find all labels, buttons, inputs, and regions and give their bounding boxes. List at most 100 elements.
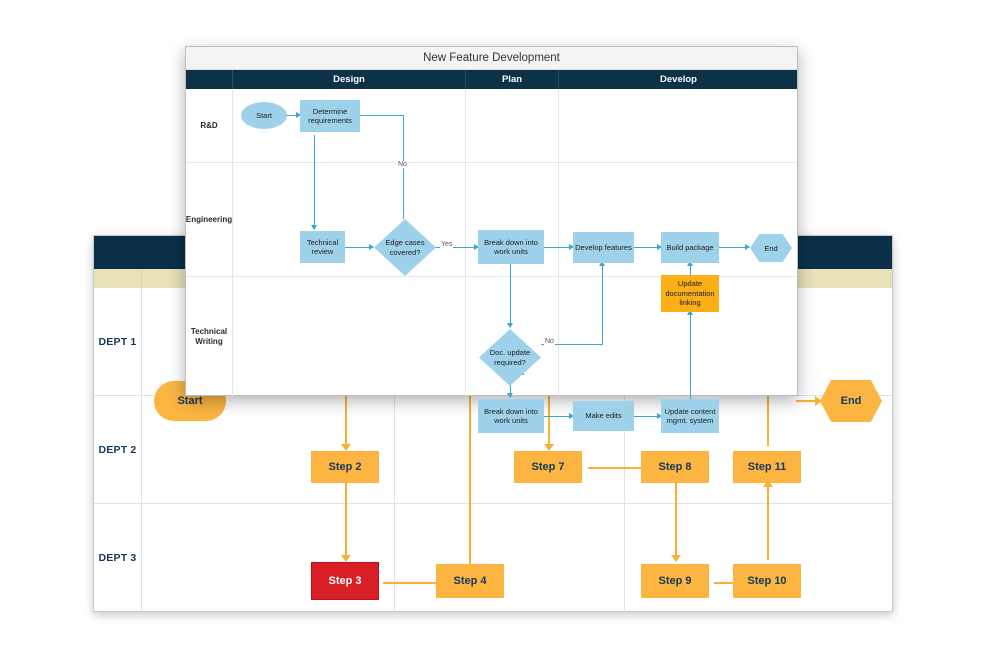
bg-arrowhead-end: [815, 396, 822, 406]
bg-shape-step-3[interactable]: Step 3: [311, 562, 379, 600]
bg-shape-step-8[interactable]: Step 8: [641, 451, 709, 483]
bg-connector-step3-step4: [383, 582, 463, 584]
fg-column-divider-2: [558, 89, 559, 396]
fg-shape-break-down-work-units-tw[interactable]: Break down into work units: [478, 399, 544, 433]
fg-lane-rnd: R&D: [186, 89, 797, 163]
fg-shape-technical-review[interactable]: Technical review: [300, 231, 345, 263]
fg-shape-update-documentation-linking[interactable]: Update documentation linking: [661, 275, 719, 312]
fg-shape-end[interactable]: End: [750, 234, 792, 262]
fg-lane-label-engineering: Engineering: [185, 214, 233, 224]
bg-shape-step-9-label: Step 9: [658, 575, 692, 587]
fg-shape-develop-features[interactable]: Develop features: [573, 232, 634, 263]
fg-connector-buildpkg-end: [719, 247, 749, 249]
fg-column-header-develop: Develop: [660, 74, 697, 85]
bg-connector-to-end: [796, 400, 818, 402]
fg-arrowhead-breakdown2: [507, 393, 513, 398]
fg-shape-build-package[interactable]: Build package: [661, 232, 719, 263]
fg-column-header-bar: Design Plan Develop: [186, 70, 797, 89]
fg-shape-develop-features-label: Develop features: [575, 242, 632, 252]
fg-shape-make-edits[interactable]: Make edits: [573, 401, 634, 431]
fg-connector-makeedits-updatecms: [634, 416, 661, 418]
fg-connector-techreview-edgecases: [344, 247, 372, 249]
fg-column-divider-1: [465, 89, 466, 396]
bg-lane-dept-3: DEPT 3: [94, 504, 892, 612]
fg-shape-make-edits-label: Make edits: [585, 411, 622, 421]
bg-shape-step-10-label: Step 10: [747, 575, 787, 587]
fg-connector-breakdown1-develop: [544, 247, 573, 249]
bg-shape-step-7-label: Step 7: [531, 461, 565, 473]
bg-lane-label-dept-3: DEPT 3: [98, 552, 137, 564]
fg-shape-doc-update-required-label: Doc. update required?: [489, 348, 531, 367]
bg-shape-step-10[interactable]: Step 10: [733, 564, 801, 598]
fg-shape-break-down-work-units-tw-label: Break down into work units: [484, 406, 538, 425]
bg-connector-to-step7: [548, 360, 550, 446]
bg-shape-step-2-label: Step 2: [328, 461, 362, 473]
bg-lane-label-dept-2: DEPT 2: [98, 443, 137, 456]
bg-arrowhead-step9: [671, 555, 681, 562]
bg-column-divider-1: [394, 288, 395, 612]
fg-edge-label-yes-edgecases: Yes: [440, 241, 454, 248]
fg-shape-end-label: End: [764, 243, 778, 253]
fg-shape-update-content-mgmt-system[interactable]: Update content mgmt. system: [661, 399, 719, 433]
bg-shape-step-9[interactable]: Step 9: [641, 564, 709, 598]
fg-connector-start-determine: [286, 115, 299, 117]
bg-shape-step-4[interactable]: Step 4: [436, 564, 504, 598]
fg-arrowhead-end: [745, 243, 750, 250]
fg-diagram-title: New Feature Development: [186, 47, 797, 70]
bg-shape-end-label: End: [840, 395, 862, 407]
bg-shape-step-7[interactable]: Step 7: [514, 451, 582, 483]
bg-shape-step-11-label: Step 11: [747, 461, 787, 473]
bg-shape-end[interactable]: End: [820, 380, 882, 422]
bg-lanes: DEPT 1 DEPT 2 DEPT 3: [94, 288, 892, 612]
bg-lane-label-dept-1: DEPT 1: [98, 335, 137, 348]
bg-column-divider-2: [624, 288, 625, 612]
fg-connector-breakdown2-makeedits: [544, 416, 572, 418]
fg-lane-label-rnd: R&D: [200, 120, 218, 130]
fg-shape-start-label: Start: [256, 111, 272, 120]
bg-arrowhead-step7: [544, 444, 554, 451]
fg-connector-updatedoc-buildpkg: [690, 265, 692, 275]
bg-arrowhead-step2: [341, 444, 351, 451]
fg-shape-determine-requirements[interactable]: Determine requirements: [300, 100, 360, 132]
fg-connector-edgecases-no-horz: [356, 115, 404, 117]
fg-column-divider-0: [232, 89, 233, 396]
bg-connector-step8-step9: [675, 481, 677, 557]
fg-arrowhead-updatecms: [657, 412, 662, 419]
bg-connector-step2-step3: [345, 481, 347, 557]
fg-connector-develop-buildpkg: [634, 247, 661, 249]
bg-shape-step-11[interactable]: Step 11: [733, 451, 801, 483]
bg-shape-step-3-label: Step 3: [328, 575, 362, 587]
fg-shape-technical-review-label: Technical review: [306, 237, 339, 256]
fg-arrowhead-develop: [569, 243, 574, 250]
bg-subband-divider-1: [141, 269, 142, 288]
bg-column-divider-0: [141, 288, 142, 612]
bg-arrowhead-step3: [341, 555, 351, 562]
fg-shape-determine-requirements-label: Determine requirements: [308, 106, 352, 125]
fg-edge-label-no-edgecases: No: [397, 161, 408, 168]
bg-shape-step-8-label: Step 8: [658, 461, 692, 473]
fg-arrowhead-docupdate: [507, 323, 513, 328]
fg-lanes: R&D Engineering Technical Writing No Yes: [185, 89, 797, 433]
bg-connector-step10-step11: [767, 484, 769, 560]
fg-shape-update-documentation-linking-label: Update documentation linking: [665, 279, 715, 308]
fg-shape-break-down-work-units-eng-label: Break down into work units: [484, 237, 538, 256]
bg-shape-start-label: Start: [177, 395, 203, 407]
bg-connector-step11-up: [767, 360, 769, 446]
fg-connector-breakdown1-docupdate: [510, 263, 512, 327]
fg-shape-start[interactable]: Start: [241, 102, 287, 129]
bg-connector-step4-up: [469, 360, 471, 566]
fg-shape-edge-cases-covered-label: Edge cases covered?: [385, 238, 425, 257]
fg-arrowhead-breakdown1: [474, 243, 479, 250]
fg-arrowhead-determine: [296, 111, 301, 118]
fg-shape-break-down-work-units-eng[interactable]: Break down into work units: [478, 230, 544, 264]
fg-edge-label-no-docupdate: No: [544, 338, 555, 345]
fg-arrowhead-techreview: [311, 225, 317, 230]
fg-column-separator-0: [232, 70, 233, 89]
new-feature-development-diagram[interactable]: New Feature Development Design Plan Deve…: [185, 46, 798, 433]
fg-lane-label-technical-writing: Technical Writing: [190, 326, 228, 346]
fg-arrowhead-buildpkg-from-doc: [687, 261, 693, 266]
bg-shape-step-2[interactable]: Step 2: [311, 451, 379, 483]
fg-arrowhead-buildpkg: [657, 243, 662, 250]
fg-shape-build-package-label: Build package: [666, 242, 714, 252]
fg-arrowhead-makeedits: [569, 412, 574, 419]
